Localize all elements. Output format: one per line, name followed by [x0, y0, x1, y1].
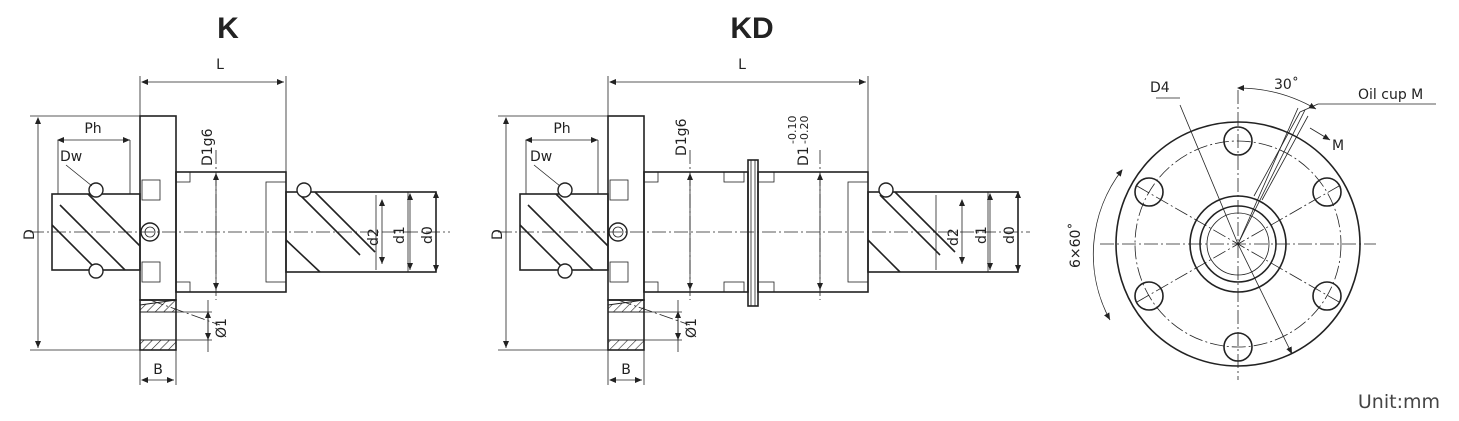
k-label-d2: d2 — [366, 228, 382, 246]
flange-view: D4 30˚ Oil cup M M 6×60˚ — [1067, 76, 1436, 380]
kd-label-d0: d0 — [1002, 226, 1018, 244]
kd-label-D1-tol-upper: -0.10 — [786, 116, 799, 144]
bolt-hole — [1223, 126, 1253, 156]
flange-label-angle: 30˚ — [1274, 76, 1299, 93]
k-screw-left — [51, 182, 141, 279]
k-flange — [139, 115, 177, 351]
k-label-d0: d0 — [420, 226, 436, 244]
bolt-hole — [1312, 281, 1342, 311]
k-label-D1g6: D1g6 — [200, 128, 216, 166]
kd-label-Ph: Ph — [553, 121, 570, 137]
k-screw-right — [285, 182, 437, 273]
k-label-d1: d1 — [392, 226, 408, 244]
kd-screw-left — [519, 182, 609, 279]
kd-view: KD — [490, 12, 1030, 385]
flange-label-oilcup: Oil cup M — [1358, 87, 1423, 103]
unit-label: Unit:mm — [1358, 391, 1440, 413]
kd-label-D1: D1 — [796, 146, 812, 166]
k-view: K — [22, 12, 450, 385]
bolt-hole — [1312, 177, 1342, 207]
bolt-hole — [1134, 177, 1164, 207]
kd-label-Dw: Dw — [530, 149, 552, 165]
flange-label-holes: 6×60˚ — [1067, 223, 1084, 268]
k-label-Dw: Dw — [60, 149, 82, 165]
k-label-B: B — [153, 362, 163, 378]
kd-screw-right — [867, 182, 1019, 273]
flange-label-D4: D4 — [1150, 80, 1170, 96]
k-title: K — [217, 12, 239, 45]
k-ball-top — [88, 182, 104, 198]
kd-label-O1: Ø1 — [684, 318, 700, 338]
kd-label-B: B — [621, 362, 631, 378]
flange-label-M: M — [1332, 138, 1344, 154]
k-label-O1: Ø1 — [214, 318, 230, 338]
kd-label-D: D — [490, 229, 506, 240]
k-label-Ph: Ph — [84, 121, 101, 137]
bolt-holes — [1134, 126, 1342, 362]
kd-dimensions — [498, 76, 1021, 385]
bolt-hole — [1134, 281, 1164, 311]
kd-flange — [607, 115, 645, 351]
kd-label-d2: d2 — [946, 228, 962, 246]
k-label-L: L — [216, 57, 224, 73]
k-label-D: D — [22, 229, 38, 240]
kd-title: KD — [730, 12, 773, 45]
kd-label-D1g6: D1g6 — [674, 118, 690, 156]
kd-nut-body — [643, 159, 869, 307]
kd-label-D1-tol-lower: -0.20 — [798, 116, 811, 144]
k-dimensions — [30, 76, 439, 385]
k-ball-bottom — [88, 263, 104, 279]
kd-label-d1: d1 — [974, 226, 990, 244]
kd-label-L: L — [738, 57, 746, 73]
